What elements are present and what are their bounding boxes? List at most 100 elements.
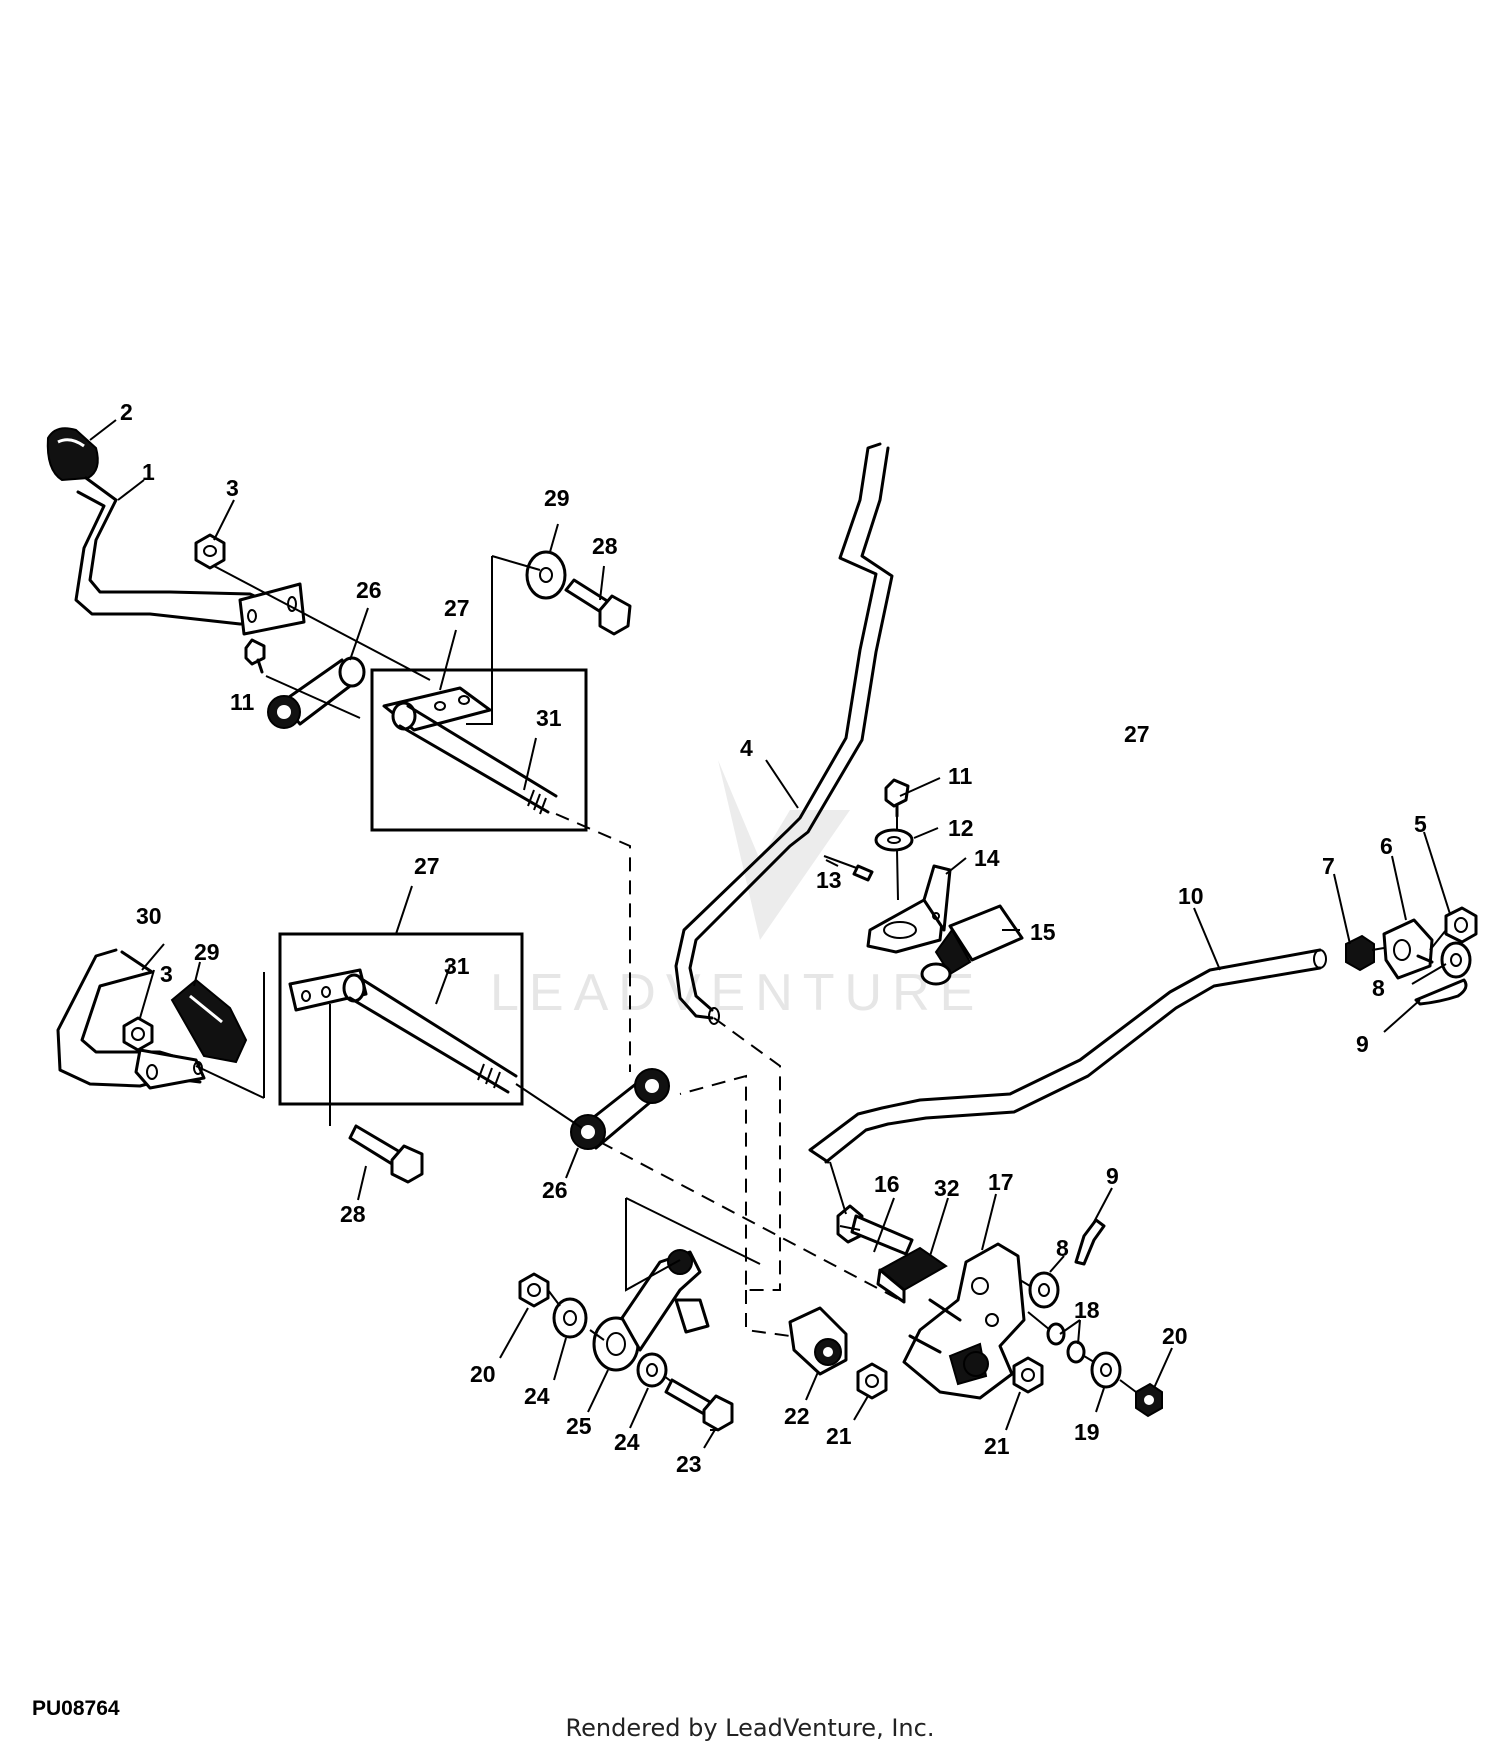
- part-32-spacer: [876, 1246, 948, 1304]
- callout-29: 29: [544, 485, 570, 511]
- callout-15: 15: [1030, 919, 1056, 945]
- callout-31: 31: [536, 705, 562, 731]
- callout-31: 31: [444, 953, 470, 979]
- callout-3: 3: [160, 961, 173, 987]
- callout-22: 22: [784, 1403, 810, 1429]
- part-25-arm: [592, 1249, 710, 1372]
- callout-11: 11: [230, 689, 255, 715]
- part-21-nut-right: [1012, 1356, 1044, 1394]
- callout-17: 17: [988, 1169, 1014, 1195]
- callout-14: 14: [974, 845, 1000, 871]
- callout-32: 32: [934, 1175, 960, 1201]
- assembly-lines: [195, 555, 1447, 1393]
- part-10-rod: [808, 948, 1327, 1164]
- callout-29: 29: [194, 939, 220, 965]
- callout-20: 20: [470, 1361, 496, 1387]
- part-1-lever: [74, 476, 306, 636]
- callout-20: 20: [1162, 1323, 1188, 1349]
- callout-6: 6: [1380, 833, 1393, 859]
- part-31-shaft-top: [391, 701, 558, 815]
- part-16-bolt: [836, 1204, 914, 1256]
- part-14-bracket: [866, 864, 952, 954]
- callout-1: 1: [142, 459, 155, 485]
- drawing-id: PU08764: [32, 1697, 120, 1720]
- callout-25: 25: [566, 1413, 592, 1439]
- gear-bottom-right: [634, 1068, 670, 1104]
- part-19-washer: [1090, 1351, 1122, 1389]
- part-29-knob: [170, 978, 248, 1064]
- callout-10: 10: [1178, 883, 1204, 909]
- part-28-bolt-bottom: [348, 1124, 424, 1184]
- callout-19: 19: [1074, 1419, 1100, 1445]
- part-28-bolt-top: [564, 578, 632, 636]
- callout-26: 26: [356, 577, 382, 603]
- part-9-clip-right: [1414, 978, 1468, 1006]
- part-26-arm-top: [267, 656, 366, 729]
- part-17-housing: [902, 1242, 1026, 1400]
- callout-11: 11: [948, 763, 973, 789]
- assembly-box-top: [370, 668, 588, 832]
- callout-23: 23: [676, 1451, 702, 1477]
- callout-27: 27: [444, 595, 470, 621]
- callout-16: 16: [874, 1171, 900, 1197]
- callout-12: 12: [948, 815, 974, 841]
- part-3-nut-bottom: [122, 1016, 154, 1052]
- callout-28: 28: [340, 1201, 366, 1227]
- watermark: LEADVENTURE: [490, 760, 984, 1022]
- callout-26: 26: [542, 1177, 568, 1203]
- part-13-pin: [823, 855, 874, 882]
- part-26-arm-bottom: [570, 1068, 670, 1150]
- callout-9: 9: [1106, 1163, 1119, 1189]
- callout-labels: 1 2 3 3 4 5 6 7 8 8 9 9 10 11 11 12 13 1…: [120, 399, 1427, 1477]
- callout-21: 21: [984, 1433, 1010, 1459]
- part-22-bushing: [788, 1306, 848, 1376]
- part-9-clip-lower: [1074, 1218, 1106, 1266]
- part-8-washer-right: [1440, 941, 1472, 979]
- part-23-bolt: [664, 1378, 734, 1432]
- part-4-rod: [674, 442, 894, 1025]
- part-11-bolt-left: [244, 638, 266, 674]
- part-3-nut-top: [194, 533, 226, 570]
- callout-18: 18: [1074, 1297, 1100, 1323]
- callout-24: 24: [614, 1429, 640, 1455]
- part-29-washer-top: [525, 550, 567, 600]
- part-2-knob: [46, 427, 99, 482]
- callout-24: 24: [524, 1383, 550, 1409]
- gear-top: [267, 695, 301, 729]
- part-21-nut-left: [856, 1362, 888, 1400]
- callout-5: 5: [1414, 811, 1427, 837]
- render-credit: Rendered by LeadVenture, Inc.: [565, 1714, 935, 1742]
- callout-4: 4: [740, 735, 753, 761]
- part-8-washer-lower: [1028, 1271, 1060, 1309]
- watermark-text: LEADVENTURE: [490, 964, 984, 1022]
- part-30-bracket: [56, 948, 206, 1090]
- callout-21: 21: [826, 1423, 852, 1449]
- leader-lines: [89, 419, 1451, 1449]
- part-15-switch: [920, 904, 1024, 986]
- gear-bottom-left: [570, 1114, 606, 1150]
- callout-8: 8: [1372, 975, 1385, 1001]
- part-24-washer-b: [636, 1352, 668, 1388]
- callout-8: 8: [1056, 1235, 1069, 1261]
- callout-9: 9: [1356, 1031, 1369, 1057]
- callout-30: 30: [136, 903, 162, 929]
- part-18-washers: [1046, 1322, 1086, 1364]
- part-20-nut-left: [518, 1272, 550, 1308]
- part-24-washer-a: [552, 1297, 588, 1339]
- part-31-shaft-bottom: [342, 973, 518, 1094]
- callout-3: 3: [226, 475, 239, 501]
- part-20-nut-right: [1135, 1382, 1163, 1418]
- callout-28: 28: [592, 533, 618, 559]
- callout-27: 27: [414, 853, 440, 879]
- callout-13: 13: [816, 867, 842, 893]
- callout-7: 7: [1322, 853, 1335, 879]
- part-7-nut: [1345, 934, 1375, 972]
- part-11-bolt-right: [884, 778, 910, 818]
- callout-2: 2: [120, 399, 133, 425]
- callout-27: 27: [1124, 721, 1150, 747]
- part-6-trunnion: [1382, 918, 1434, 980]
- part-12-washer: [874, 828, 914, 852]
- part-5-nut: [1444, 906, 1478, 944]
- assembly-box-bottom: [278, 932, 524, 1106]
